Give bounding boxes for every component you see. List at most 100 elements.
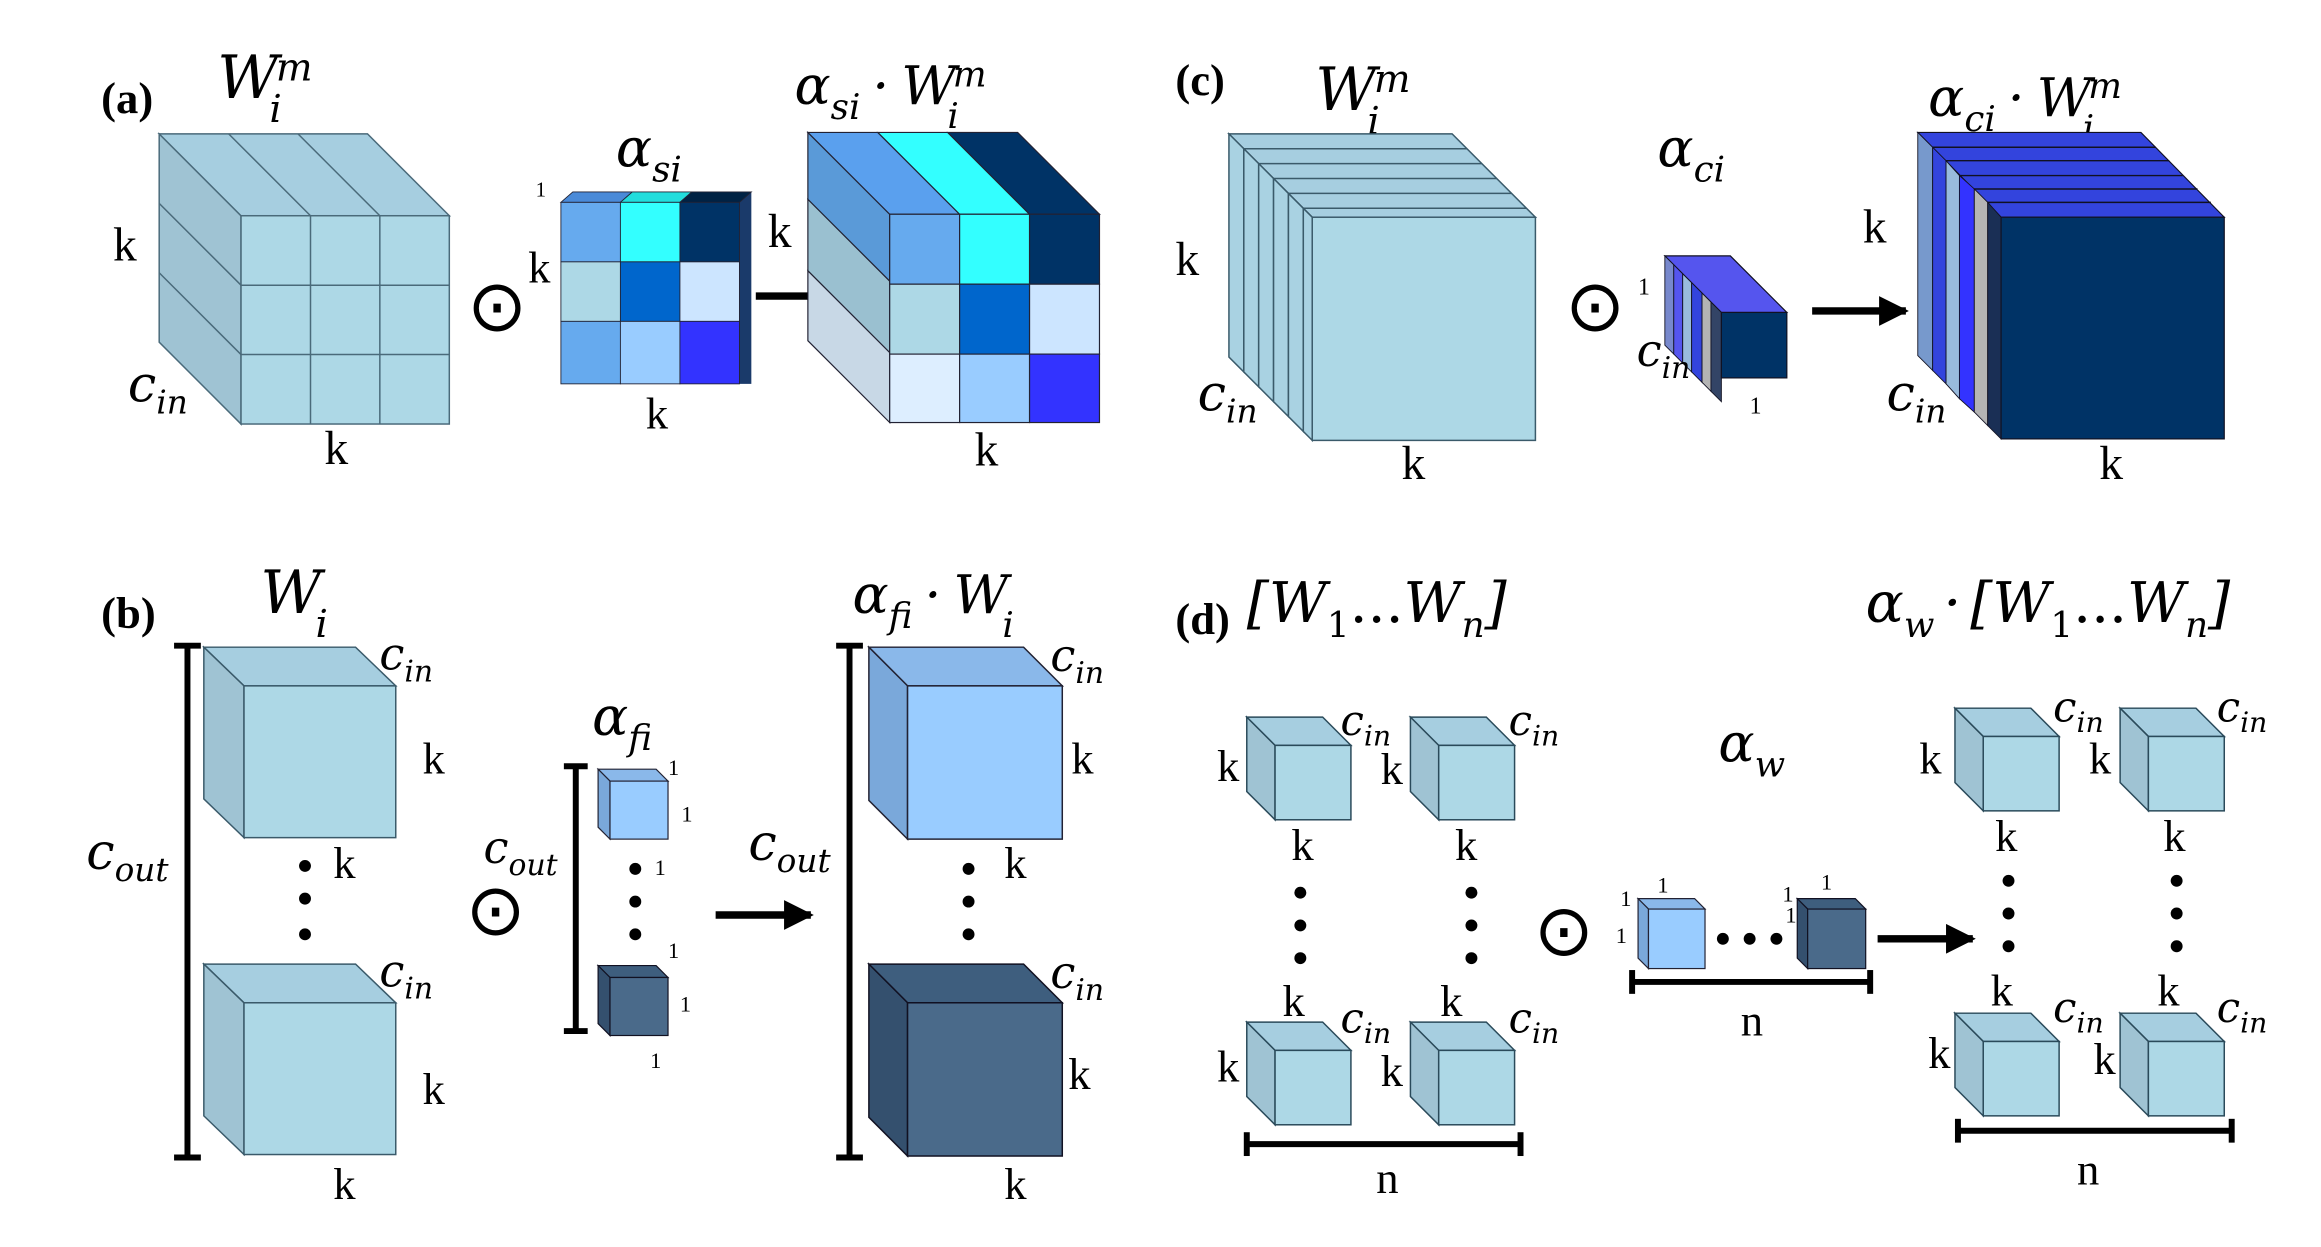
panel-c-alpha-width-1: 1 [1750,394,1762,420]
panel-b-one: 1 [681,801,692,826]
panel-b-cin-top: cin [379,629,433,690]
panel-d-cin: cin [2053,683,2104,739]
result-si-cell [959,213,1031,285]
panel-d-cin: cin [1341,994,1392,1050]
panel-b-odot: ⊙ [466,871,526,950]
panel-d-alpha-n: n [1741,996,1763,1046]
panel-b-result-bottom [867,962,1065,1158]
panel-d-alpha-n-bracket [1629,970,1874,994]
panel-d-k: k [1455,820,1478,870]
panel-b-one: 1 [680,992,691,1017]
panel-a-result-label: αsi·Wim [794,54,986,137]
panel-c-alpha-cin: cin [1637,325,1691,386]
panel-c: (c) Wim k k cin ⊙ αci [1175,55,2226,490]
panel-b-filter-top [201,645,398,840]
panel-d-cube-left-bl [1244,1020,1353,1127]
result-si-cell [1028,353,1101,424]
panel-d-k: k [2093,1034,2116,1084]
alpha-si-cell [560,261,621,322]
panel-d-k: k [1282,976,1305,1026]
panel-b-result-bracket [836,642,863,1161]
alpha-si-cell [679,261,740,322]
panel-c-result-label: αci·Wim [1928,66,2122,149]
panel-c-k-left: k [1175,234,1199,286]
panel-c-cin-label: cin [1198,364,1258,431]
panel-b-alpha-bracket [563,763,588,1035]
panel-d-right-n-bracket [1954,1118,2235,1143]
panel-b-filter-bottom [201,962,398,1157]
alpha-si-cell [679,201,740,263]
alpha-si-cell [679,320,740,385]
panel-c-result-stack [1916,131,2226,440]
panel-b-weight-label: Wi [260,559,328,647]
panel-d-cube-left-tr [1408,715,1517,822]
panel-d-k: k [1928,1028,1951,1078]
panel-b-one: 1 [668,755,679,780]
panel-b-result-ellipsis [962,862,975,941]
panel-c-k-bottom: k [1402,438,1426,490]
panel-c-tag: (c) [1175,55,1225,105]
panel-d-tag: (d) [1175,594,1230,644]
panel-d-cin: cin [1341,696,1392,752]
panel-b-k-right-top: k [423,734,446,784]
panel-a-odot: ⊙ [467,267,527,346]
panel-d-right-ellipses [2002,874,2183,953]
panel-a-result-k-left: k [768,206,792,258]
panel-a-alpha-depth-1: 1 [536,177,546,201]
panel-d-cin: cin [2217,683,2268,739]
alpha-si-cell [560,201,621,263]
panel-b-tag: (b) [101,588,156,638]
panel-c-result-cin: cin [1887,364,1947,431]
panel-a: (a) Wim k k cin ⊙ αsi 1 [101,44,1101,477]
panel-c-alpha-vector [1663,254,1789,403]
panel-a-cin-label: cin [128,355,188,422]
result-si-cell [959,283,1031,355]
panel-d-alpha-label: αw [1718,712,1785,786]
panel-d-alpha-ellipsis [1716,932,1783,945]
panel-d-set-label: [W1...Wn] [1247,571,1508,646]
alpha-si-cell [619,320,681,385]
panel-d-left-ellipses [1294,886,1478,965]
panel-d-one: 1 [1616,923,1627,948]
panel-d-k: k [2089,734,2112,784]
panel-b-one: 1 [650,1048,661,1073]
panel-b-k-bottom-bottom: k [333,1159,356,1209]
panel-a-k-left: k [113,219,137,271]
panel-b-result-cin-top: cin [1050,630,1104,691]
panel-a-weight-label: Wim [217,44,312,132]
panel-d-one: 1 [1620,886,1631,911]
panel-b-result-label: αfi·Wi [853,563,1014,646]
result-si-cell [889,353,961,424]
panel-d-k: k [2163,811,2186,861]
panel-b-result-cout: cout [748,813,831,880]
panel-d-result-label: αw·[W1...Wn] [1866,571,2231,646]
panel-a-tag: (a) [101,73,153,123]
result-si-cell [1028,283,1101,355]
panel-d-cin: cin [2217,983,2268,1039]
panel-c-alpha-depth-1: 1 [1638,275,1650,301]
panel-d-cube-right-tr [2118,706,2227,813]
panel-d-cube-right-tl [1953,706,2061,813]
panel-d: (d) [W1...Wn] αw·[W1...Wn] k k [1175,571,2267,1203]
panel-d-one: 1 [1785,902,1796,927]
panel-b-one: 1 [668,938,679,963]
panel-b-cout-label: cout [86,822,169,889]
panel-d-cube-left-br [1408,1020,1517,1127]
panel-b-vertical-ellipsis [299,859,311,941]
panel-b-alpha-label: αfi [592,685,652,759]
panel-d-cin: cin [1509,696,1560,752]
panel-a-result-k-bottom: k [975,425,999,477]
panel-d-k: k [1440,976,1463,1026]
panel-a-alpha-k-left: k [528,243,551,293]
panel-b-one: 1 [655,855,666,880]
panel-b-result-cin-bottom: cin [1050,947,1104,1008]
panel-d-one: 1 [1782,882,1793,907]
panel-b-alpha-cout: cout [484,822,558,883]
result-si-cell [959,353,1031,424]
panel-d-k: k [1217,1042,1240,1092]
result-si-cell [889,283,961,355]
panel-c-odot: ⊙ [1565,267,1625,346]
panel-d-k: k [1995,811,2018,861]
panel-b-k-bottom-top: k [333,838,356,888]
panel-d-alpha-last-cube [1795,897,1868,970]
